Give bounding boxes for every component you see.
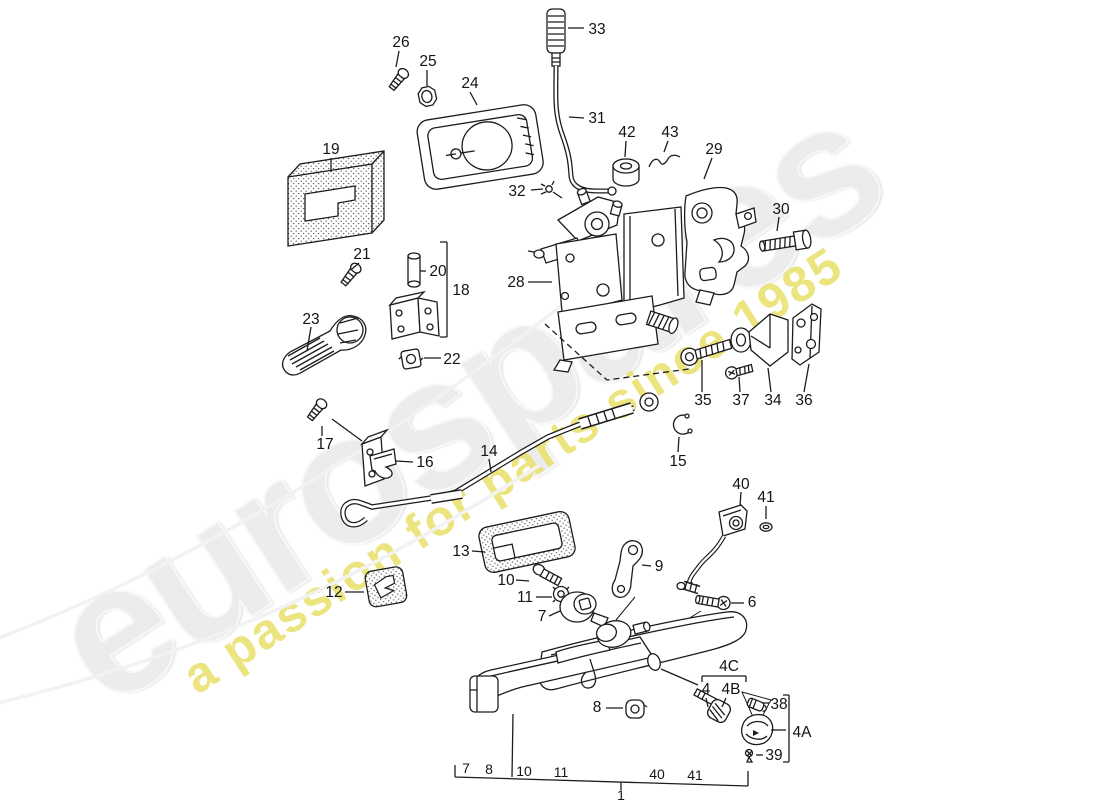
callout-23: 23 [302, 311, 319, 328]
leader-lines [306, 27, 810, 790]
part-25-nut [417, 85, 438, 108]
part-9-lever [611, 540, 644, 621]
part-4a-keyhole-cover [740, 713, 774, 746]
callout-38: 38 [770, 696, 787, 713]
part-38-clip [741, 691, 772, 728]
ref-row-40: 40 [649, 766, 665, 782]
part-22-nut-block [398, 348, 424, 370]
callout-40: 40 [732, 476, 750, 493]
callout-4c: 4C [719, 658, 739, 675]
callout-34: 34 [764, 392, 782, 409]
ref-row-7: 7 [462, 760, 470, 776]
part-10-screw [532, 563, 563, 587]
part-35-bolt [680, 338, 733, 366]
part-20-pin [407, 252, 421, 288]
callout-31: 31 [588, 110, 605, 127]
callout-39: 39 [765, 747, 782, 764]
part-17-screw [306, 398, 328, 422]
part-15-circlip [672, 413, 693, 435]
callout-1: 1 [617, 787, 625, 800]
callout-13: 13 [452, 543, 469, 560]
callout-4: 4 [702, 681, 711, 698]
callout-29: 29 [705, 141, 722, 158]
part-24-bezel [416, 104, 544, 190]
part-8-grommet [625, 699, 648, 719]
part-43-spring-clip [648, 154, 681, 168]
callout-21: 21 [353, 246, 370, 263]
part-39-screw [744, 748, 754, 763]
callout-10: 10 [497, 572, 515, 589]
part-6-screw [695, 594, 731, 611]
callout-4b: 4B [722, 681, 741, 698]
callout-43: 43 [661, 124, 678, 141]
part-door-handle [469, 611, 748, 713]
callout-25: 25 [419, 53, 436, 70]
callout-22: 22 [443, 351, 460, 368]
alignment-dashes [544, 323, 690, 381]
callout-14: 14 [480, 443, 498, 460]
callout-7: 7 [538, 608, 547, 625]
part-36-plate [791, 303, 822, 366]
callout-16: 16 [416, 454, 433, 471]
callout-15: 15 [669, 453, 686, 470]
part-13-seal [478, 510, 576, 574]
part-14-connecting-rod [340, 392, 659, 528]
part-40-rod-assembly [676, 504, 748, 595]
part-31-rod [553, 65, 617, 196]
callout-4a: 4A [793, 724, 813, 741]
part-30-bolt [759, 229, 812, 252]
ref-row-41: 41 [687, 767, 703, 783]
callout-37: 37 [732, 392, 749, 409]
part-42-grommet [612, 158, 640, 187]
part-21-screw [340, 262, 362, 287]
callout-33: 33 [588, 21, 605, 38]
callout-35: 35 [694, 392, 711, 409]
callout-17: 17 [316, 436, 333, 453]
part-29-striker [683, 186, 757, 306]
part-18-bracket [388, 290, 440, 340]
callout-6: 6 [748, 594, 757, 611]
callout-18: 18 [452, 282, 469, 299]
part-12-seal [364, 566, 408, 608]
callout-28: 28 [507, 274, 524, 291]
callout-26: 26 [392, 34, 409, 51]
callout-20: 20 [429, 263, 447, 280]
callout-8: 8 [593, 699, 602, 716]
part-16-clip-bracket [359, 428, 397, 487]
part-34-bracket [730, 313, 789, 367]
part-23-release-lever [281, 315, 367, 376]
callout-30: 30 [772, 201, 790, 218]
ref-row-8: 8 [485, 761, 493, 777]
part-37-screw [724, 363, 754, 380]
callout-36: 36 [795, 392, 812, 409]
ref-row-11: 11 [554, 764, 569, 780]
ref-row-10: 10 [516, 763, 532, 779]
callout-24: 24 [461, 75, 479, 92]
part-33-lock-knob [546, 8, 566, 67]
callout-41: 41 [757, 489, 774, 506]
part-19-foam-pad [287, 150, 385, 247]
part-26-screw [388, 67, 410, 92]
callout-19: 19 [322, 141, 339, 158]
callout-42: 42 [618, 124, 635, 141]
callout-9: 9 [655, 558, 664, 575]
callout-12: 12 [325, 584, 342, 601]
part-28-lock-mechanism [527, 187, 685, 373]
part-41-clip [759, 522, 773, 532]
callout-32: 32 [508, 183, 525, 200]
part-32-clip [540, 180, 563, 199]
callout-11: 11 [517, 589, 533, 606]
part-7-lock-cylinder [559, 591, 609, 628]
